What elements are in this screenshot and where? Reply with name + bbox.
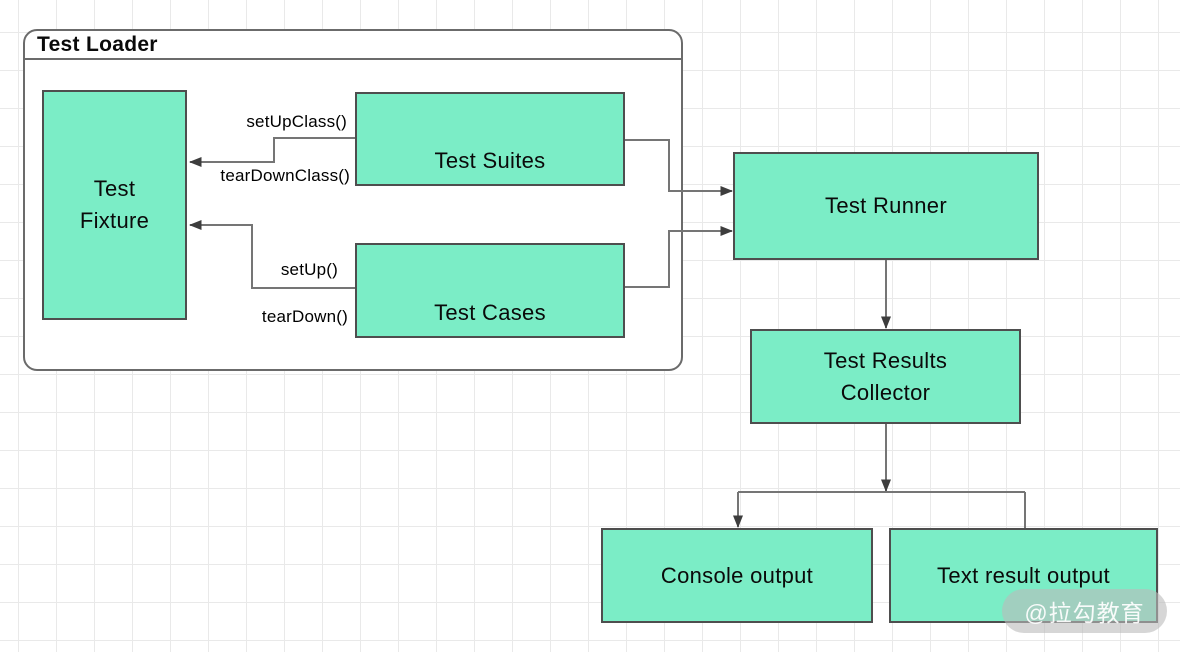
edge-label-setup: setUp() [280,260,338,279]
node-label: Text result output [937,562,1110,588]
node-test-runner: Test Runner [733,152,1039,260]
node-label: Test Cases [434,300,546,326]
edge-label-setupclass: setUpClass() [246,112,347,131]
test-loader-title: Test Loader [25,31,681,60]
node-test-results-collector: Test Results Collector [750,329,1021,424]
node-label: Test Runner [825,193,947,219]
node-label: Test Results Collector [823,347,948,405]
edge-label-teardown: tearDown() [261,307,348,326]
node-test-cases: Test Cases [355,243,625,338]
node-label: Test Suites [434,148,546,174]
node-test-suites: Test Suites [355,92,625,186]
node-label: Console output [660,562,814,588]
watermark-badge: @拉勾教育 [1002,589,1167,633]
watermark-text: @拉勾教育 [1024,600,1145,626]
edge-label-teardownclass: tearDownClass() [220,166,350,185]
node-label: Test Fixture [79,176,150,233]
node-test-fixture: Test Fixture [42,90,187,320]
node-console-output: Console output [601,528,873,623]
